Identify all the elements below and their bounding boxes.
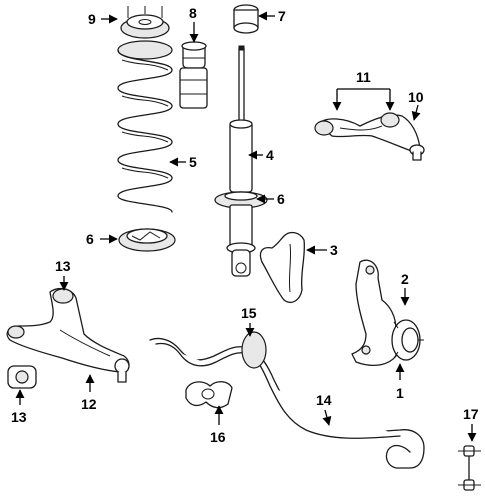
- stabilizer-link-part[interactable]: [458, 445, 481, 491]
- stabilizer-bushing-part[interactable]: [185, 381, 233, 409]
- steering-knuckle-part[interactable]: [351, 259, 397, 367]
- callout-labels: 1 2 3 4 5 6 6 7 8 9 10 11 12 13 13 14 15…: [11, 5, 479, 445]
- callout-9: 9: [88, 11, 96, 27]
- callout-6-shock: 6: [277, 191, 285, 207]
- callout-5: 5: [189, 154, 197, 170]
- callout-8: 8: [189, 5, 197, 21]
- callout-12: 12: [81, 396, 97, 412]
- leader-lines: [15, 11, 477, 442]
- callout-7: 7: [278, 8, 286, 24]
- callout-16: 16: [210, 429, 226, 445]
- callout-13-top: 13: [55, 258, 71, 274]
- callout-1: 1: [396, 385, 404, 401]
- callout-14: 14: [316, 392, 332, 408]
- callout-11: 11: [356, 69, 371, 85]
- lower-spring-seat-part[interactable]: [118, 228, 176, 252]
- lower-control-arm-part[interactable]: [6, 287, 130, 383]
- coil-spring-part[interactable]: [117, 40, 173, 213]
- callout-10: 10: [408, 89, 424, 105]
- callout-13-bottom: 13: [11, 409, 27, 425]
- hub-bearing-part[interactable]: [391, 319, 424, 361]
- callout-2: 2: [401, 271, 409, 287]
- strut-bushing-part[interactable]: [233, 4, 259, 34]
- callout-17: 17: [463, 406, 479, 422]
- leader-10: [411, 104, 421, 121]
- jounce-bumper-part[interactable]: [179, 41, 208, 109]
- leader-11: [337, 88, 390, 110]
- upper-spring-mount-part[interactable]: [120, 6, 170, 39]
- stabilizer-bar-part[interactable]: [149, 331, 425, 469]
- lower-arm-bushing-part[interactable]: [7, 365, 37, 389]
- callout-15: 15: [241, 305, 257, 321]
- callout-4: 4: [266, 147, 274, 163]
- shock-absorber-part[interactable]: [214, 45, 268, 277]
- upper-control-arm-part[interactable]: [314, 112, 421, 153]
- ball-joint-part[interactable]: [409, 144, 425, 161]
- callout-6-seat: 6: [86, 231, 94, 247]
- leader-14: [322, 409, 332, 426]
- knuckle-shield-part[interactable]: [259, 231, 306, 304]
- callout-3: 3: [330, 242, 338, 258]
